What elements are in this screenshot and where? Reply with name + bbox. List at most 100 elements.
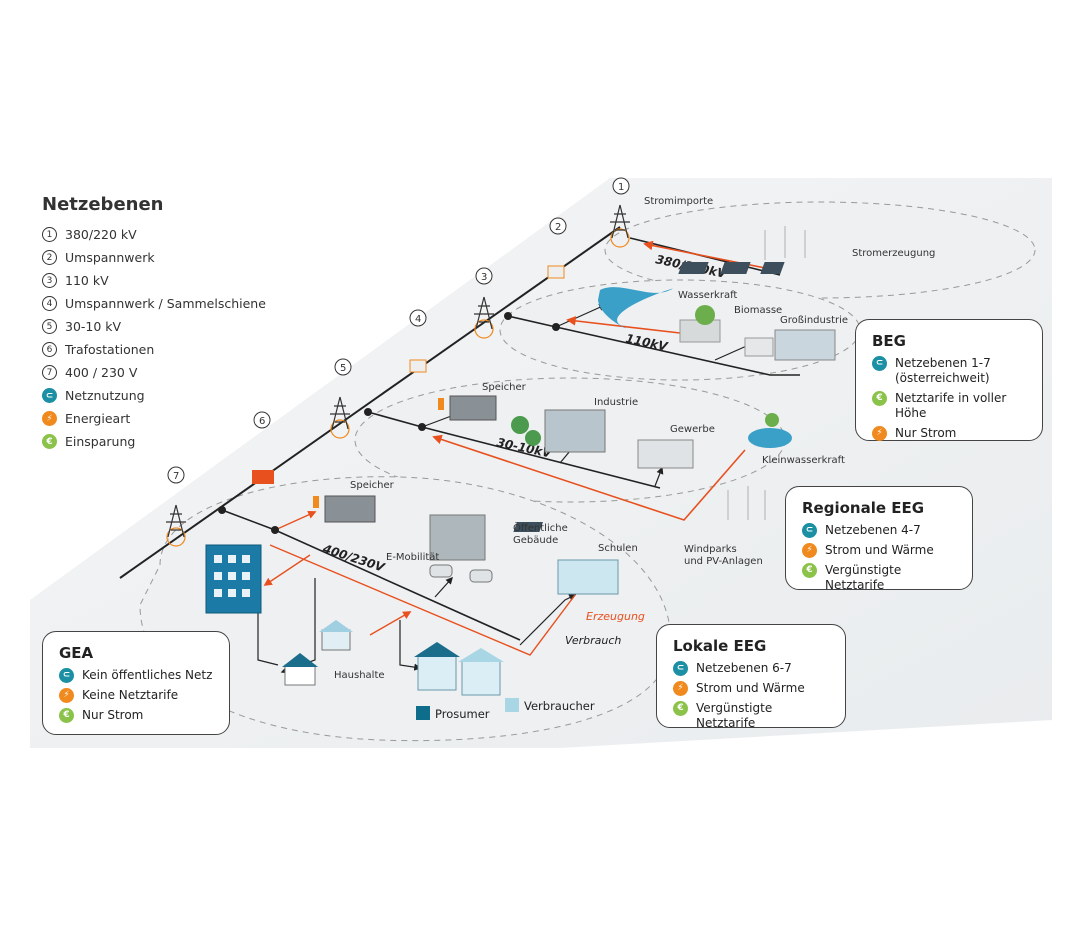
box-lokal-row-2: ⚡Strom und Wärme [673, 681, 829, 696]
schule-icon [557, 559, 619, 595]
box-regional-text-2: Strom und Wärme [825, 543, 934, 557]
label-stromerzeugung: Stromerzeugung [852, 248, 935, 259]
box-regional-eeg: Regionale EEG ⊂ Netzebenen 4-7 ⚡ Strom und… [785, 486, 973, 593]
box-lokal-title: Lokale EEG [673, 637, 767, 655]
consumer-house-icon [461, 659, 501, 696]
pylon-1 [610, 204, 630, 248]
node-30kv-b [418, 423, 426, 431]
level-markers [167, 177, 630, 484]
euro-icon: € [872, 391, 887, 406]
label-oeffentliche: Öffentliche [513, 521, 568, 534]
wind-turbines-top [764, 226, 806, 260]
label-gebaeude: Gebäude [513, 535, 558, 546]
substations [252, 265, 565, 484]
plug-icon: ⊂ [872, 356, 887, 371]
substation-2 [547, 265, 565, 279]
box-beg-text-1: Netzebenen 1-7 [895, 356, 991, 370]
flow-building [263, 554, 311, 586]
prosumer-house-icon [417, 654, 457, 691]
lightning-icon: ⚡ [673, 681, 688, 696]
legend-marker-5: 5 [42, 319, 57, 334]
box-lokal-text-1: Netzebenen 6-7 [696, 661, 792, 675]
legend-label-4: Umspannwerk / Sammelschiene [65, 296, 266, 311]
label-verbraucher: Verbraucher [524, 699, 595, 713]
label-wasserkraft: Wasserkraft [678, 290, 737, 301]
box-beg: BEG ⊂ Netzebenen 1-7(österreichweit) € Net… [855, 319, 1043, 441]
branch-110kv [507, 315, 800, 376]
legend-marker-7: 7 [42, 365, 57, 380]
lightning-icon: ⚡ [872, 426, 887, 441]
legend-marker-6: 6 [42, 342, 57, 357]
oeffentliche-gebaeude-icon [429, 514, 486, 561]
box-beg-row-3: ⚡ Nur Strom [872, 426, 1026, 441]
flow-erzeugung [519, 594, 577, 646]
box-gea-text-2: Keine Netztarife [82, 688, 179, 702]
label-biomasse: Biomasse [734, 305, 782, 316]
box-lokal-row-1: ⊂Netzebenen 6-7 [673, 661, 829, 676]
legend-title: Netzebenen [42, 194, 164, 215]
marker-5: 5 [340, 363, 346, 374]
pylons [166, 204, 630, 547]
lightning-icon: ⚡ [802, 543, 817, 558]
solar-panels-top [678, 262, 785, 274]
box-gea-title: GEA [59, 644, 94, 662]
arrow-prosumer [399, 620, 422, 671]
plug-icon: ⊂ [802, 523, 817, 538]
label-pv-anlagen: und PV-Anlagen [684, 556, 763, 567]
legend-item-6: 6 Trafostationen [42, 338, 292, 361]
marker-7: 7 [173, 471, 179, 482]
box-beg-text-2: Netztarife in voller Höhe [895, 391, 1007, 420]
legend-item-4: 4 Umspannwerk / Sammelschiene [42, 292, 292, 315]
flow-prosumer [369, 611, 412, 636]
prosumer-swatch [416, 706, 430, 720]
arrow-speicher2 [274, 510, 317, 531]
legend-label-6: Trafostationen [65, 342, 155, 357]
box-regional-row-3: €Vergünstigte Netztarife [802, 563, 956, 593]
box-beg-title: BEG [872, 332, 906, 350]
marker-6: 6 [259, 416, 265, 427]
marker-1: 1 [618, 182, 624, 193]
box-regional-text-1: Netzebenen 4-7 [825, 523, 921, 537]
euro-icon: € [59, 708, 74, 723]
substation-4 [409, 359, 427, 373]
node-400v-a [218, 506, 226, 514]
node-400v-b [271, 526, 279, 534]
pylon-5 [330, 396, 350, 439]
legend-marker-3: 3 [42, 273, 57, 288]
ev-car-icon [429, 564, 453, 578]
label-windparks: Windparks [684, 544, 737, 555]
legend-type-energy: ⚡Energieart [42, 407, 292, 430]
label-stromimporte: Stromimporte [644, 196, 713, 207]
box-beg-text-1b: (österreichweit) [895, 371, 990, 385]
box-regional-text-3: Vergünstigte Netztarife [825, 563, 902, 592]
marker-3: 3 [481, 272, 487, 283]
grossindustrie-icon [774, 329, 836, 361]
legend-label-2: Umspannwerk [65, 250, 155, 265]
speicher2-icon [324, 495, 376, 523]
legend-label-5: 30-10 kV [65, 319, 122, 334]
box-gea-text-1: Kein öffentliches Netz [82, 668, 213, 682]
box-lokale-eeg: Lokale EEG ⊂Netzebenen 6-7 ⚡Strom und Wä… [656, 624, 846, 730]
assets [205, 226, 836, 720]
gewerbe-icon [637, 439, 694, 469]
box-gea: GEA ⊂Kein öffentliches Netz ⚡Keine Netzt… [42, 631, 230, 735]
node-110kv-b [552, 323, 560, 331]
node-30kv-a [364, 408, 372, 416]
label-haushalte: Haushalte [334, 670, 385, 681]
label-speicher2: Speicher [350, 480, 395, 491]
arrow-emobil [434, 576, 453, 598]
speicher1-icon [449, 395, 497, 421]
flow-kleinwasserkraft [432, 434, 746, 521]
kleinwasserkraft-icon [748, 428, 792, 448]
legend-item-5: 5 30-10 kV [42, 315, 292, 338]
legend-type-label-energy: Energieart [65, 411, 131, 426]
legend-marker-4: 4 [42, 296, 57, 311]
marker-2: 2 [555, 222, 561, 233]
region-beg-production [604, 201, 1036, 299]
legend-type-label-net: Netznutzung [65, 388, 145, 403]
label-speicher1: Speicher [482, 382, 527, 393]
box-regional-title: Regionale EEG [802, 499, 925, 517]
box-beg-text-3: Nur Strom [895, 426, 957, 440]
